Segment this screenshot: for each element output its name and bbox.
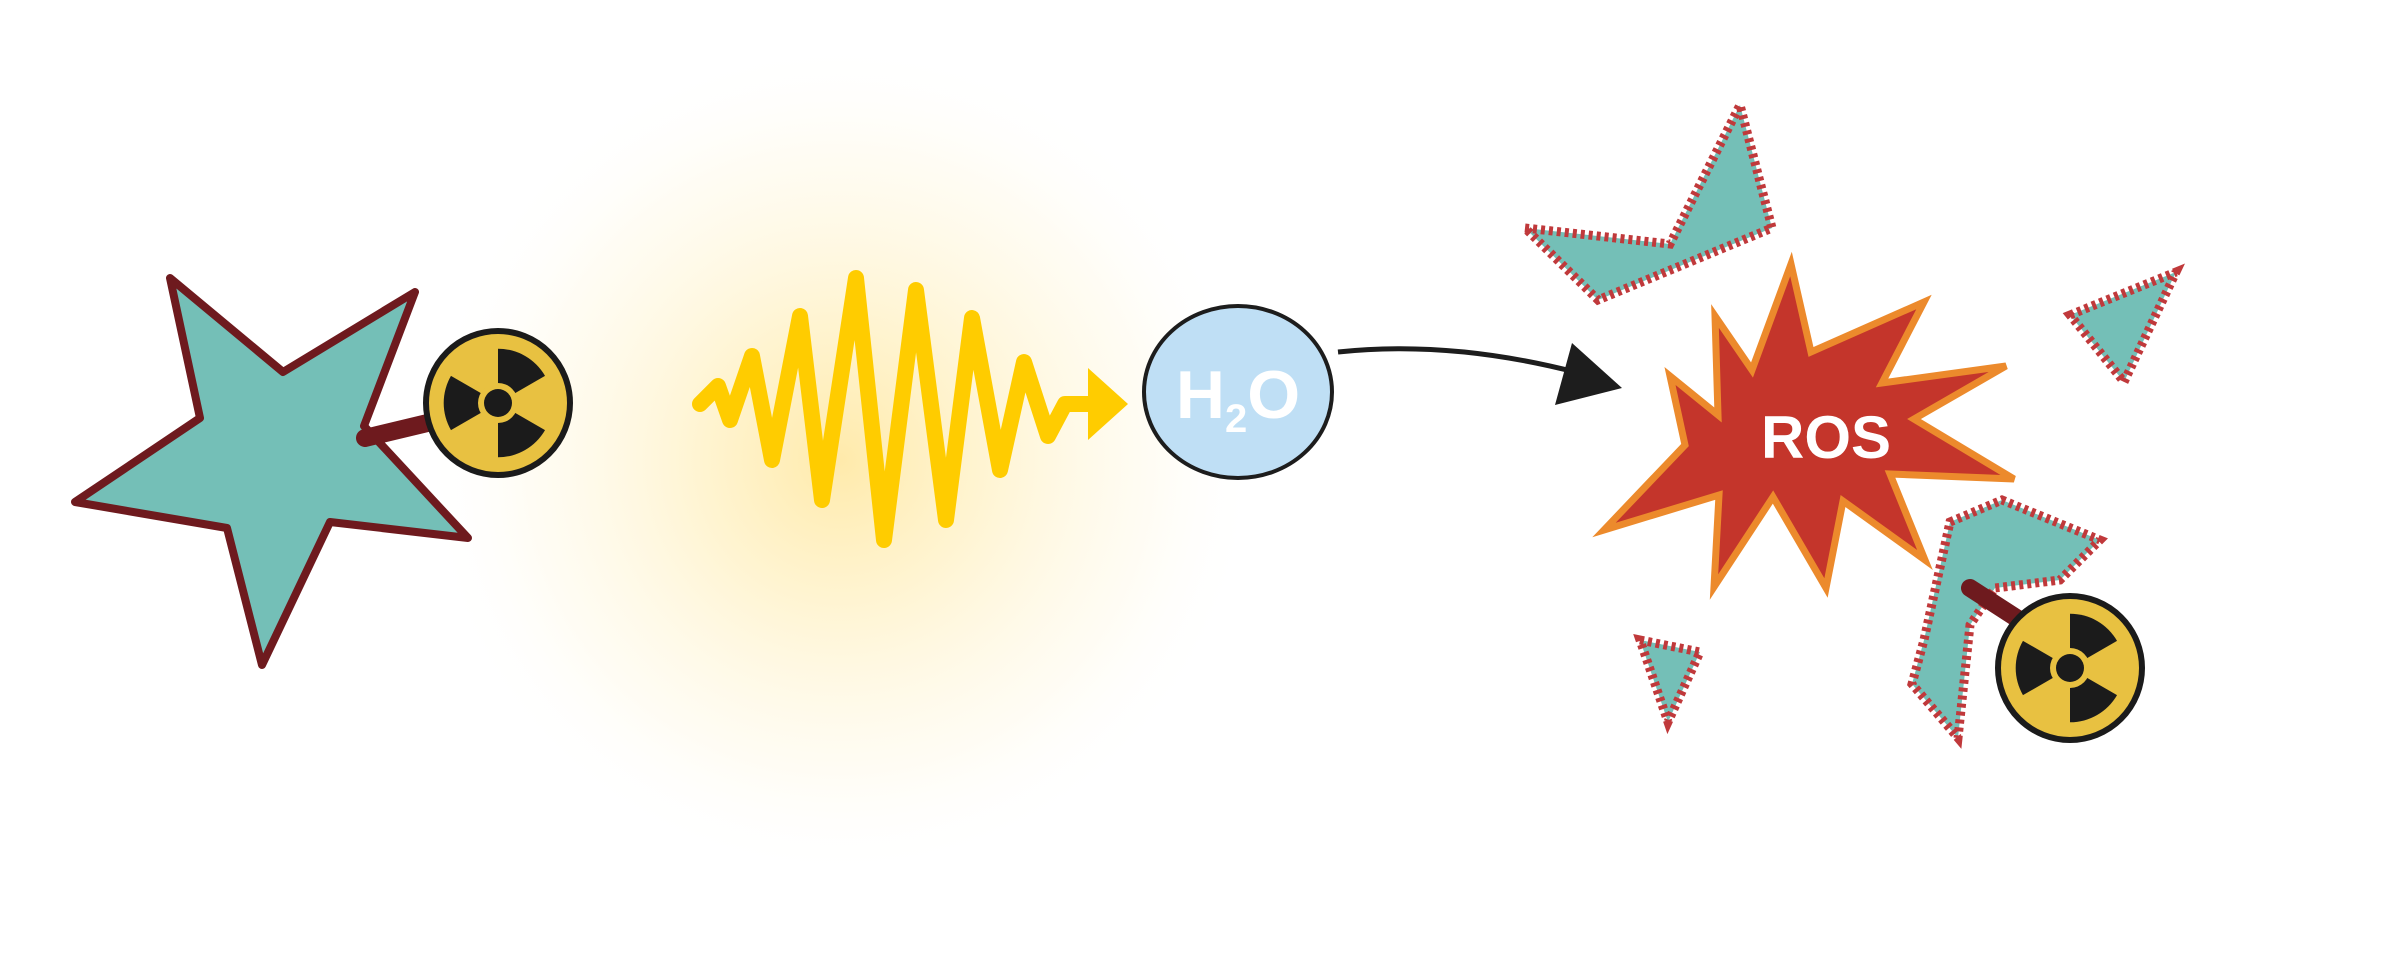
fragment-small (1633, 634, 1707, 735)
water-molecule: H2O (1142, 304, 1334, 480)
water-label: H2O (1176, 357, 1300, 441)
intact-radioligand (71, 274, 570, 669)
radiation-glow (420, 40, 1260, 880)
released-radioisotope (1961, 579, 2142, 740)
radioactive-trefoil-icon (426, 331, 570, 475)
starburst (1592, 251, 2016, 600)
reaction-arrow (1337, 343, 1622, 405)
fragment-top (1512, 92, 1778, 306)
ligand-fragments (1512, 92, 2185, 749)
fragment-right (2062, 263, 2185, 391)
ros-burst: ROS (1592, 251, 2016, 600)
star-shape (71, 274, 472, 669)
radioactive-trefoil-icon (1998, 596, 2142, 740)
radiation-wave-arrow (590, 270, 1128, 548)
ros-label: ROS (1761, 404, 1891, 471)
